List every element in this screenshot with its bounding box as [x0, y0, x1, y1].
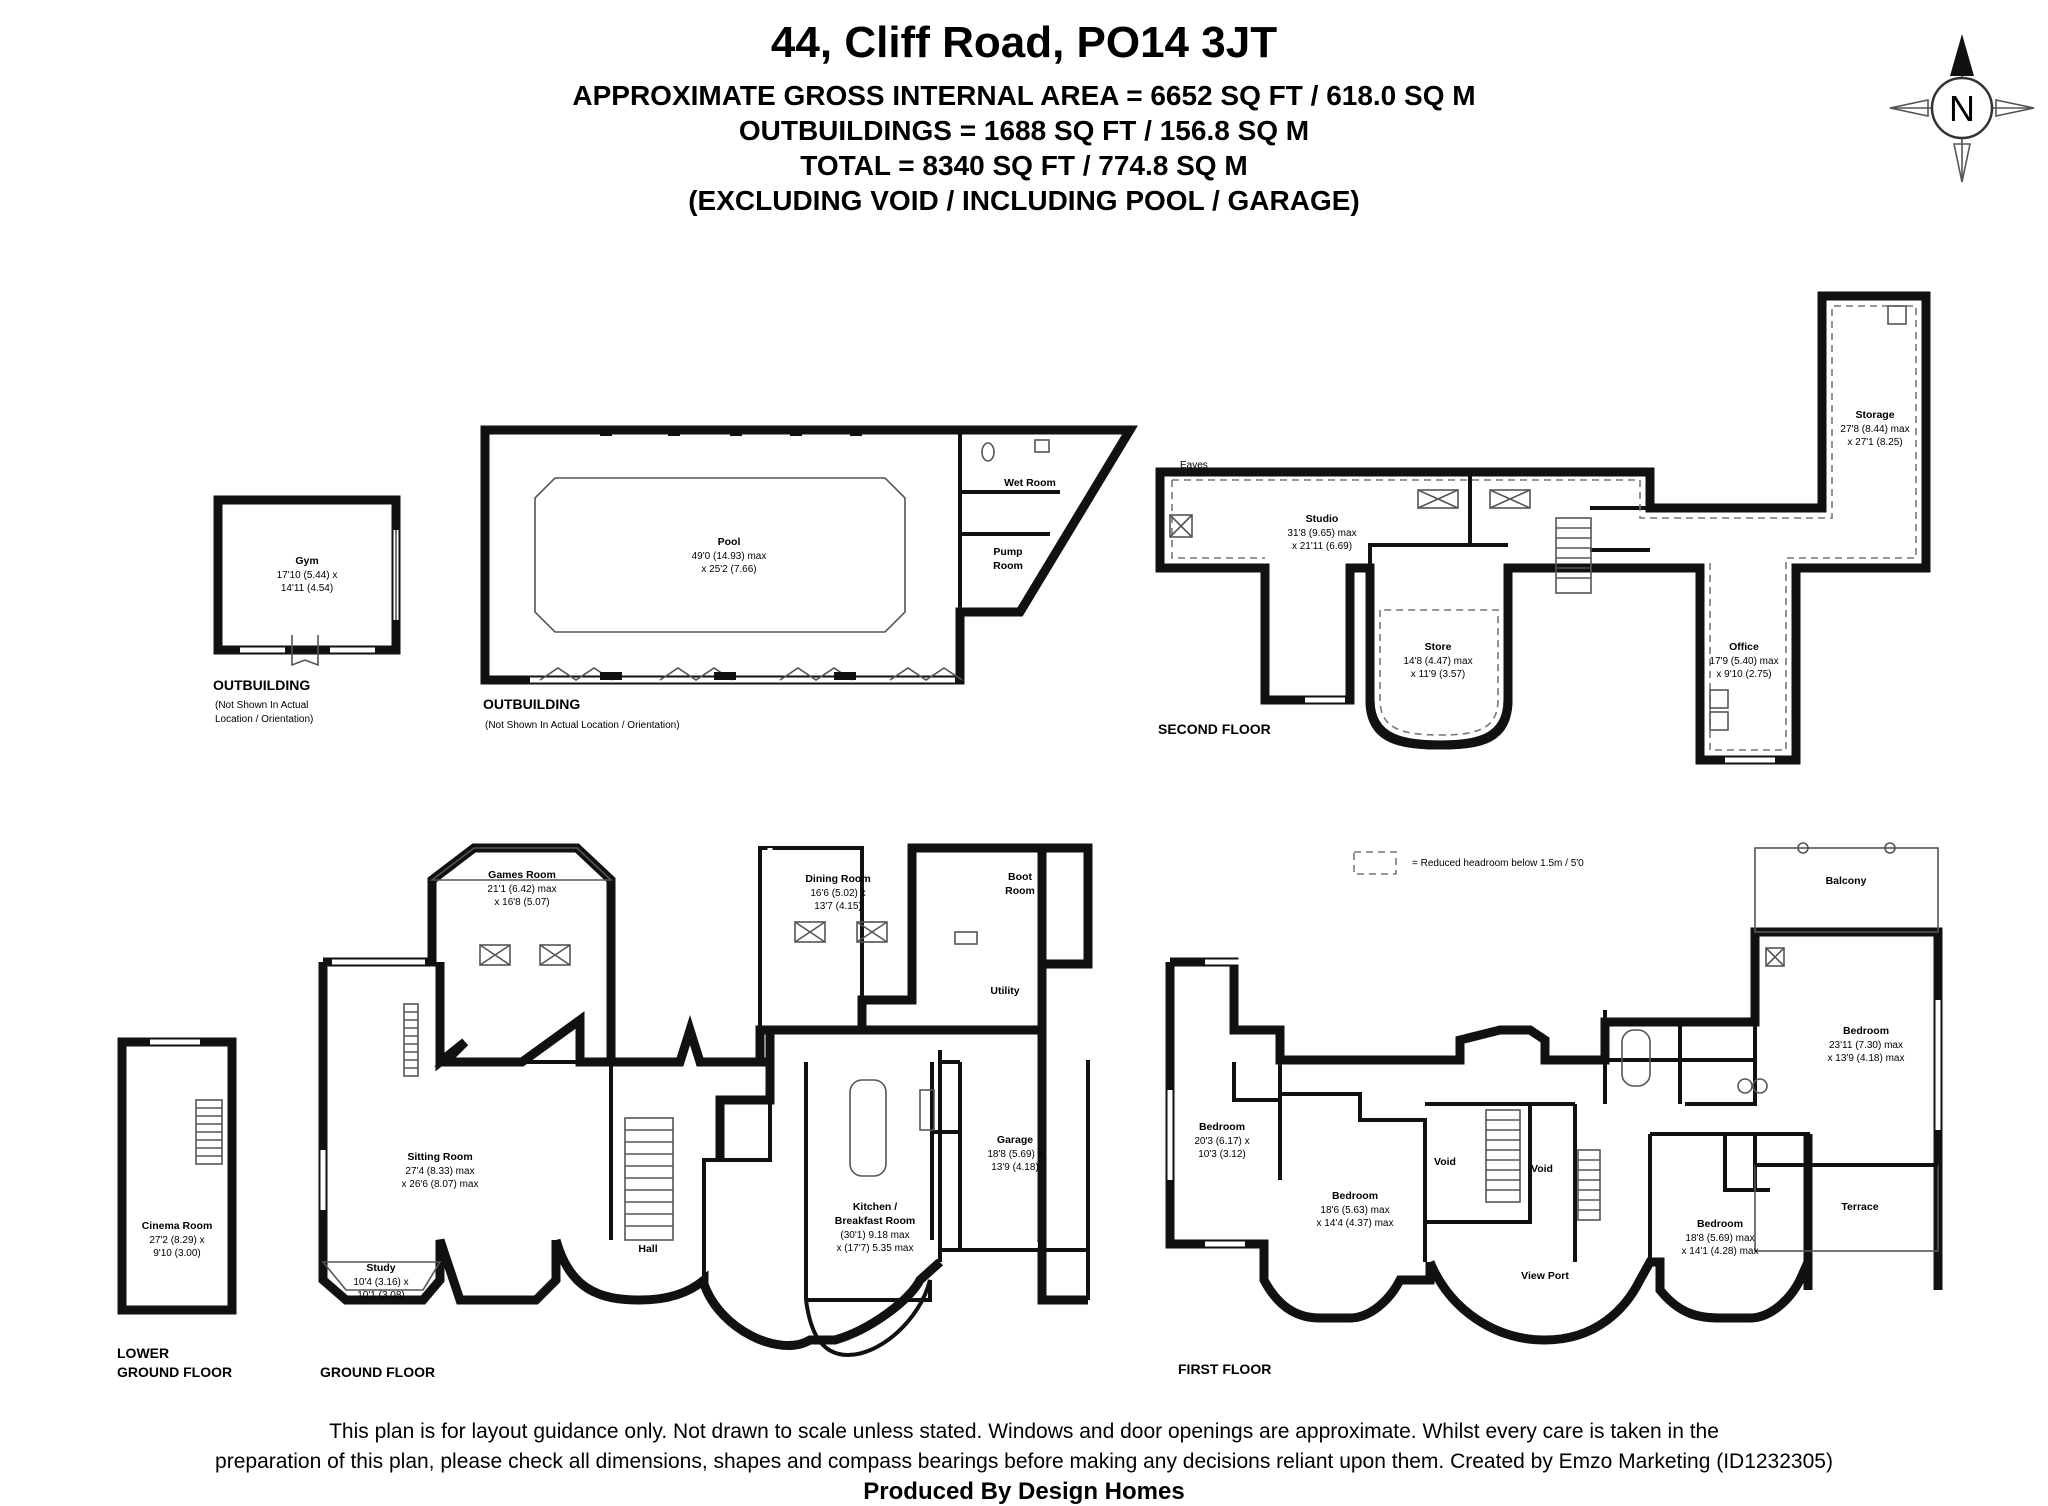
room-dims-garage-1: 18'8 (5.69) x — [987, 1149, 1042, 1160]
producer-credit: Produced By Design Homes — [863, 1478, 1185, 1505]
room-name-terrace: Terrace — [1841, 1201, 1878, 1213]
room-name-games: Games Room — [488, 869, 556, 881]
room-dims-games-2: x 16'8 (5.07) — [494, 897, 549, 908]
gym-outbuilding-note-line1: (Not Shown In Actual — [215, 700, 308, 711]
disclaimer-line1: This plan is for layout guidance only. N… — [329, 1420, 1719, 1443]
room-dims-bed2-2: x 14'4 (4.37) max — [1317, 1218, 1394, 1229]
room-dims-dining-1: 16'6 (5.02) x — [810, 888, 865, 899]
room-name-garage: Garage — [997, 1134, 1033, 1146]
room-name-wet-room: Wet Room — [1004, 477, 1056, 489]
outbuildings-area: OUTBUILDINGS = 1688 SQ FT / 156.8 SQ M — [738, 115, 1310, 146]
room-dims-bed2-1: 18'6 (5.63) max — [1320, 1205, 1389, 1216]
room-dims-bed1-1: 20'3 (6.17) x — [1194, 1136, 1249, 1147]
room-name-bed3: Bedroom — [1697, 1218, 1743, 1230]
headroom-legend: = Reduced headroom below 1.5m / 5'0 — [1412, 858, 1584, 869]
room-name-kitchen-2: Breakfast Room — [835, 1215, 916, 1227]
room-name-pump-room-2: Room — [993, 560, 1023, 572]
gym-outbuilding-note-line2: Location / Orientation) — [215, 714, 313, 725]
eaves-label: Eaves — [1180, 460, 1208, 471]
floor-label-second-floor: SECOND FLOOR — [1158, 721, 1271, 737]
room-dims-studio-2: x 21'11 (6.69) — [1292, 541, 1352, 552]
floor-label-ground-floor: GROUND FLOOR — [320, 1364, 435, 1380]
room-name-sitting: Sitting Room — [407, 1151, 472, 1163]
room-dims-kitchen-2: x (17'7) 5.35 max — [837, 1243, 914, 1254]
room-dims-cinema-1: 27'2 (8.29) x — [149, 1235, 204, 1246]
room-dims-gym-2: 14'11 (4.54) — [281, 583, 333, 594]
pool-outbuilding-plan: Pool 49'0 (14.93) max x 25'2 (7.66) Wet … — [480, 425, 1138, 685]
room-name-void1: Void — [1434, 1156, 1456, 1168]
room-name-office: Office — [1729, 641, 1759, 653]
room-dims-pool-2: x 25'2 (7.66) — [701, 564, 756, 575]
room-name-storage: Storage — [1855, 409, 1894, 421]
room-dims-cinema-2: 9'10 (3.00) — [153, 1248, 201, 1259]
compass-north-label: N — [1949, 88, 1975, 129]
room-name-kitchen-1: Kitchen / — [853, 1201, 897, 1213]
room-name-pool: Pool — [718, 536, 741, 548]
floor-label-first-floor: FIRST FLOOR — [1178, 1361, 1271, 1377]
compass-icon: N — [1889, 34, 2035, 183]
room-name-balcony: Balcony — [1826, 875, 1867, 887]
room-name-pump-room-1: Pump — [993, 546, 1022, 558]
room-name-bed1: Bedroom — [1199, 1121, 1245, 1133]
room-name-boot-1: Boot — [1008, 871, 1032, 883]
room-name-store: Store — [1425, 641, 1452, 653]
disclaimer-line2: preparation of this plan, please check a… — [215, 1450, 1833, 1473]
room-dims-store-2: x 11'9 (3.57) — [1411, 669, 1466, 680]
area-exclusion-note: (EXCLUDING VOID / INCLUDING POOL / GARAG… — [688, 185, 1360, 216]
gross-internal-area: APPROXIMATE GROSS INTERNAL AREA = 6652 S… — [572, 80, 1476, 111]
room-dims-sitting-1: 27'4 (8.33) max — [405, 1166, 474, 1177]
room-name-void2: Void — [1531, 1163, 1553, 1175]
room-dims-bed4-1: 23'11 (7.30) max — [1829, 1040, 1903, 1051]
room-dims-store-1: 14'8 (4.47) max — [1403, 656, 1472, 667]
room-name-view-port: View Port — [1521, 1270, 1569, 1282]
second-floor-plan: Eaves Studio 31'8 (9.65) max x 21'11 (6.… — [1155, 291, 1931, 765]
room-dims-games-1: 21'1 (6.42) max — [487, 884, 556, 895]
room-dims-studio-1: 31'8 (9.65) max — [1287, 528, 1356, 539]
pool-outbuilding-note: (Not Shown In Actual Location / Orientat… — [485, 720, 680, 731]
room-name-utility: Utility — [990, 985, 1019, 997]
room-dims-sitting-2: x 26'6 (8.07) max — [402, 1179, 479, 1190]
room-name-bed4: Bedroom — [1843, 1025, 1889, 1037]
room-dims-study-2: 10'1 (3.08) — [357, 1290, 405, 1301]
room-dims-storage-2: x 27'1 (8.25) — [1847, 437, 1902, 448]
room-name-cinema: Cinema Room — [142, 1220, 213, 1232]
room-dims-bed4-2: x 13'9 (4.18) max — [1828, 1053, 1905, 1064]
room-dims-bed1-2: 10'3 (3.12) — [1198, 1149, 1246, 1160]
room-name-gym: Gym — [295, 555, 318, 567]
room-name-dining: Dining Room — [805, 873, 870, 885]
room-dims-dining-2: 13'7 (4.15) — [814, 901, 862, 912]
room-name-hall: Hall — [638, 1243, 657, 1255]
room-dims-bed3-2: x 14'1 (4.28) max — [1682, 1246, 1759, 1257]
room-name-boot-2: Room — [1005, 885, 1035, 897]
total-area: TOTAL = 8340 SQ FT / 774.8 SQ M — [800, 150, 1248, 181]
room-name-study: Study — [366, 1262, 395, 1274]
floor-label-pool-outbuilding: OUTBUILDING — [483, 696, 580, 712]
floor-label-gym-outbuilding: OUTBUILDING — [213, 677, 310, 693]
lower-ground-floor-plan: Cinema Room 27'2 (8.29) x 9'10 (3.00) — [117, 1037, 237, 1315]
room-name-studio: Studio — [1306, 513, 1339, 525]
room-dims-pool-1: 49'0 (14.93) max — [692, 551, 767, 562]
room-dims-kitchen-1: (30'1) 9.18 max — [840, 1230, 909, 1241]
room-dims-office-2: x 9'10 (2.75) — [1716, 669, 1771, 680]
property-address-title: 44, Cliff Road, PO14 3JT — [770, 18, 1278, 67]
ground-floor-plan: Games Room 21'1 (6.42) max x 16'8 (5.07)… — [318, 843, 1093, 1358]
room-dims-gym-1: 17'10 (5.44) x — [277, 570, 338, 581]
room-dims-study-1: 10'4 (3.16) x — [353, 1277, 408, 1288]
room-dims-garage-2: 13'9 (4.18) — [991, 1162, 1039, 1173]
floor-label-lower-2: GROUND FLOOR — [117, 1364, 232, 1380]
first-floor-plan: = Reduced headroom below 1.5m / 5'0 Bedr… — [1165, 842, 1943, 1345]
floor-label-lower-1: LOWER — [117, 1345, 169, 1361]
gym-outbuilding-plan: Gym 17'10 (5.44) x 14'11 (4.54) — [213, 495, 401, 667]
room-dims-bed3-1: 18'8 (5.69) max — [1685, 1233, 1754, 1244]
room-dims-storage-1: 27'8 (8.44) max — [1840, 424, 1909, 435]
room-name-bed2: Bedroom — [1332, 1190, 1378, 1202]
room-dims-office-1: 17'9 (5.40) max — [1709, 656, 1778, 667]
